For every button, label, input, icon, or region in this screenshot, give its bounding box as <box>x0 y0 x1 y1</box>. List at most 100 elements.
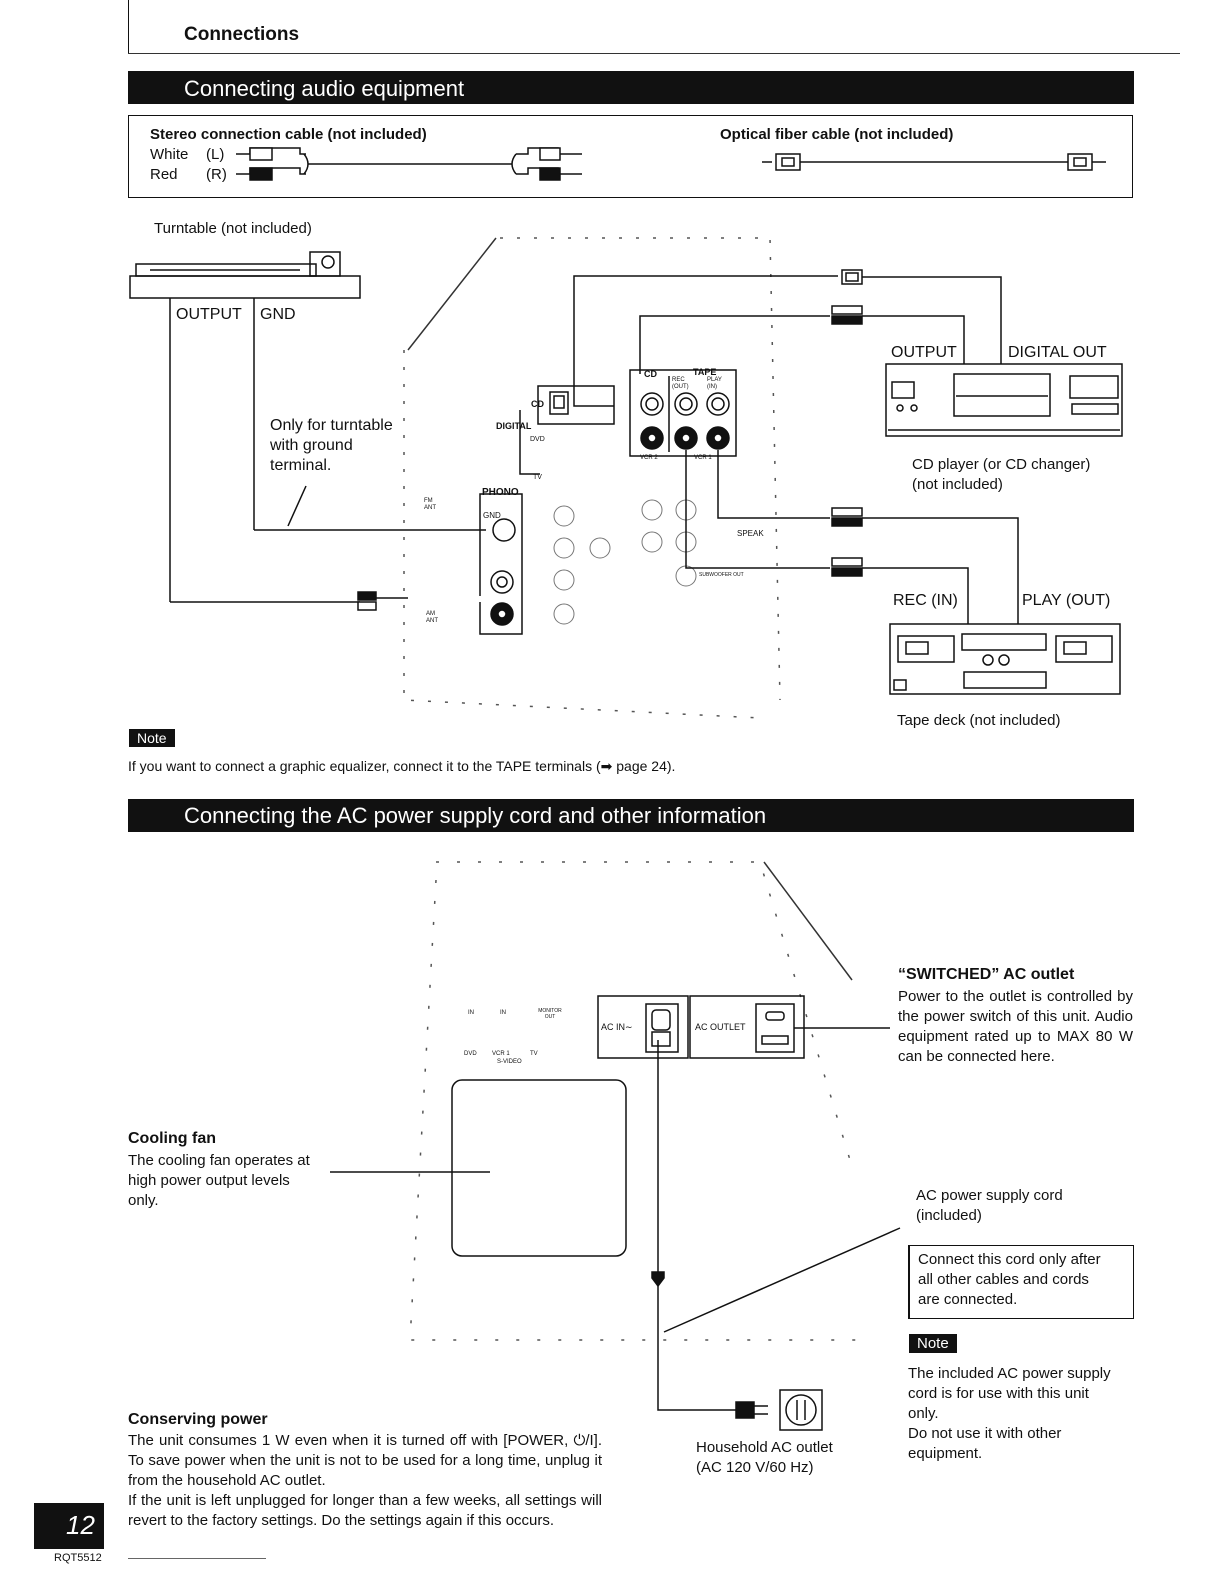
red-channel: (R) <box>206 166 227 183</box>
gnd-note-line: with ground <box>270 437 353 454</box>
tape-deck-label: Tape deck (not included) <box>897 712 1061 729</box>
cooling-fan-text: The cooling fan operates at high power o… <box>128 1151 310 1211</box>
panel-vcr1-label: VCR 1 <box>694 455 712 461</box>
cooling-fan-title: Cooling fan <box>128 1130 216 1147</box>
stereo-cable-title: Stereo connection cable (not included) <box>150 126 427 143</box>
header-rule-vertical <box>128 0 129 54</box>
header-rule <box>128 53 1180 54</box>
cord-warning-line: are connected. <box>918 1291 1018 1308</box>
receiver-outline <box>403 237 781 719</box>
panel-vcr2-label: VCR 2 <box>640 455 658 461</box>
phono-panel <box>479 493 523 635</box>
panel-tv-s-label: TV <box>530 1051 538 1057</box>
panel-svideo-label: S-VIDEO <box>497 1059 522 1065</box>
panel-digital-label: DIGITAL <box>496 421 532 431</box>
conserving-power-text: The unit consumes 1 W even when it is tu… <box>128 1432 602 1489</box>
ac-note-text: The included AC power supply cord is for… <box>908 1364 1111 1464</box>
cd-player-label: CD player (or CD changer) (not included) <box>912 455 1090 495</box>
cd-player-icon <box>885 363 1123 437</box>
page-number: 12 <box>66 1510 95 1540</box>
panel-tape-rec-label: REC (OUT) <box>672 377 689 390</box>
household-outlet-line: Household AC outlet <box>696 1439 833 1456</box>
cd-player-name: CD player (or CD changer) <box>912 456 1091 473</box>
ac-receiver-outline <box>409 861 860 1341</box>
optical-cable-icon <box>762 153 1106 171</box>
switched-outlet-text: Power to the outlet is controlled by the… <box>898 988 1133 1065</box>
white-channel: (L) <box>206 146 225 163</box>
cord-warning-line: all other cables and cords <box>918 1271 1089 1288</box>
cd-player-name: (not included) <box>912 476 1003 493</box>
gnd-note: Only for turntable with ground terminal. <box>270 416 393 476</box>
audio-note-text: If you want to connect a graphic equaliz… <box>128 758 676 774</box>
page-number-box <box>34 1503 104 1549</box>
audio-note-tag: Note <box>129 729 175 747</box>
document-code: RQT5512 <box>54 1552 102 1564</box>
panel-phono-label: PHONO <box>482 487 519 498</box>
ac-section-title: Connecting the AC power supply cord and … <box>128 799 1134 832</box>
turntable-label: Turntable (not included) <box>154 220 312 237</box>
panel-in1-label: IN <box>468 1010 474 1016</box>
ac-note-tag: Note <box>909 1334 957 1353</box>
panel-am-label: AM ANT <box>426 611 438 624</box>
tape-play-label: PLAY (OUT) <box>1022 592 1111 609</box>
ac-cord-line: AC power supply cord <box>916 1187 1063 1204</box>
household-outlet-line: (AC 120 V/60 Hz) <box>696 1459 814 1476</box>
panel-tape-play-label: PLAY (IN) <box>707 377 722 390</box>
cd-cables <box>573 269 1002 407</box>
cord-warning-box: Connect this cord only after all other c… <box>908 1245 1134 1319</box>
turntable-icon <box>129 251 361 299</box>
ac-in-panel <box>597 995 689 1059</box>
gnd-note-line: Only for turntable <box>270 417 393 434</box>
tape-cables <box>685 450 1019 624</box>
conserving-power-title: Conserving power <box>128 1411 268 1428</box>
footer-rule <box>128 1558 266 1559</box>
turntable-output-label: OUTPUT <box>176 306 242 323</box>
panel-speak-label: SPEAK <box>737 529 764 538</box>
optical-cable-title: Optical fiber cable (not included) <box>720 126 954 143</box>
ac-note-line: The included AC power supply <box>908 1365 1111 1382</box>
phono-gnd-terminal <box>492 518 516 542</box>
ac-note-line: equipment. <box>908 1445 983 1462</box>
cooling-fan-line: high power output levels <box>128 1172 290 1189</box>
cooling-fan-line: only. <box>128 1192 159 1209</box>
stereo-cable-icon <box>236 147 582 181</box>
cable-legend-box <box>128 115 1133 198</box>
turntable-gnd-label: GND <box>260 306 296 323</box>
red-label: Red <box>150 166 178 183</box>
panel-fm-label: FM ANT <box>424 498 436 511</box>
phono-l-jack <box>490 570 514 594</box>
section-heading: Connections <box>184 24 300 45</box>
ac-outlet-label: AC OUTLET <box>695 1022 746 1032</box>
ac-outlet-panel <box>689 995 805 1059</box>
panel-subwoofer-label: SUBWOOFER OUT <box>699 572 744 578</box>
cd-tape-jack-panel <box>629 369 737 457</box>
gnd-note-line: terminal. <box>270 457 332 474</box>
panel-vcr1-s-label: VCR 1 <box>492 1051 510 1057</box>
power-cord <box>651 1040 901 1431</box>
panel-tape-label: TAPE <box>693 367 717 377</box>
household-outlet-label: Household AC outlet (AC 120 V/60 Hz) <box>696 1438 833 1478</box>
switched-outlet-title: “SWITCHED” AC outlet <box>898 966 1075 983</box>
conserving-power-text2: If the unit is left unplugged for longer… <box>128 1492 602 1529</box>
phono-plug-icon <box>357 591 408 611</box>
ac-note-line: Do not use it with other <box>908 1425 1062 1442</box>
tape-deck-icon <box>889 623 1121 695</box>
panel-in2-label: IN <box>500 1010 506 1016</box>
white-label: White <box>150 146 189 163</box>
ac-in-label: AC IN∼ <box>601 1022 633 1032</box>
ac-note-line: cord is for use with this unit <box>908 1385 1089 1402</box>
audio-section-title: Connecting audio equipment <box>128 71 1134 104</box>
panel-monitor-label: MONITOR OUT <box>538 1008 562 1020</box>
cd-digital-out-label: DIGITAL OUT <box>1008 344 1107 361</box>
ac-note-line: only. <box>908 1405 939 1422</box>
cooling-fan-box <box>451 1079 627 1257</box>
panel-dvd-s-label: DVD <box>464 1051 477 1057</box>
tape-rec-label: REC (IN) <box>893 592 958 609</box>
panel-cd-analog-label: CD <box>644 369 657 379</box>
panel-gnd-label: GND <box>483 511 501 520</box>
cooling-fan-line: The cooling fan operates at <box>128 1152 310 1169</box>
misc-panel-jacks <box>553 499 697 625</box>
optical-input-panel <box>537 385 615 425</box>
cord-warning-line: Connect this cord only after <box>918 1251 1101 1268</box>
